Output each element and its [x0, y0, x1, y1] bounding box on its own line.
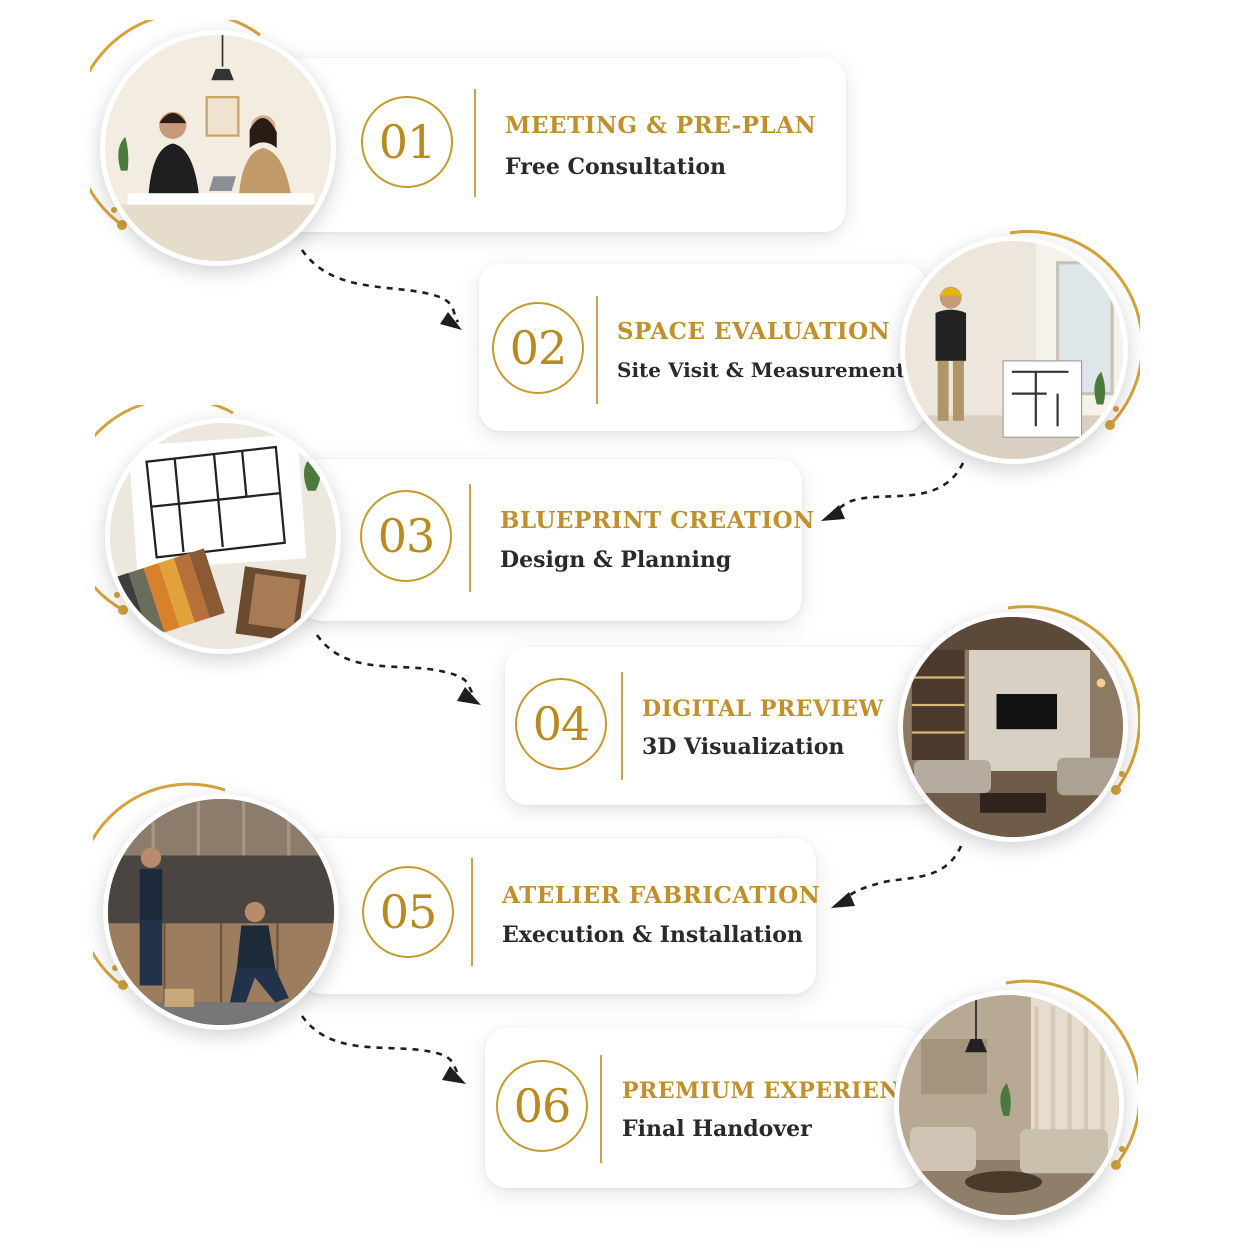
- step-number-6: 06: [496, 1060, 588, 1152]
- connector-arrow-4-5: [831, 845, 963, 908]
- step-number-4: 04: [515, 678, 607, 770]
- connector-arrow-5-6: [300, 1015, 466, 1084]
- step-title-2: SPACE EVALUATION: [617, 318, 891, 345]
- step-title-5: ATELIER FABRICATION: [502, 882, 821, 909]
- step-subtitle-3: Design & Planning: [500, 547, 732, 573]
- step-subtitle-1: Free Consultation: [505, 154, 726, 180]
- step-title-6: PREMIUM EXPERIENCE: [622, 1078, 936, 1104]
- step-image-6-handover: [894, 990, 1124, 1220]
- step-card-1: [270, 58, 846, 232]
- step-image-1-consultation: [100, 30, 336, 266]
- step-subtitle-5: Execution & Installation: [502, 922, 803, 948]
- step-subtitle-2: Site Visit & Measurements: [617, 358, 917, 382]
- connector-arrow-2-3: [821, 462, 965, 521]
- step-image-2-site-visit: [900, 236, 1128, 464]
- step-divider-2: [596, 296, 598, 404]
- step-image-5-installation: [103, 794, 339, 1030]
- step-divider-6: [600, 1055, 602, 1163]
- step-title-3: BLUEPRINT CREATION: [500, 507, 815, 534]
- step-number-5: 05: [362, 866, 454, 958]
- connector-arrow-3-4: [315, 634, 481, 705]
- step-title-1: MEETING & PRE-PLAN: [505, 112, 817, 139]
- step-subtitle-4: 3D Visualization: [642, 734, 845, 760]
- connector-arrow-1-2: [300, 249, 462, 330]
- step-divider-4: [621, 672, 623, 780]
- step-image-3-blueprint: [105, 418, 341, 654]
- step-divider-1: [474, 89, 476, 197]
- step-subtitle-6: Final Handover: [622, 1116, 812, 1142]
- step-title-4: DIGITAL PREVIEW: [642, 696, 884, 722]
- step-divider-5: [471, 858, 473, 966]
- step-divider-3: [469, 484, 471, 592]
- step-number-2: 02: [492, 302, 584, 394]
- step-image-4-3d-render: [898, 612, 1128, 842]
- step-number-3: 03: [360, 490, 452, 582]
- step-number-1: 01: [361, 96, 453, 188]
